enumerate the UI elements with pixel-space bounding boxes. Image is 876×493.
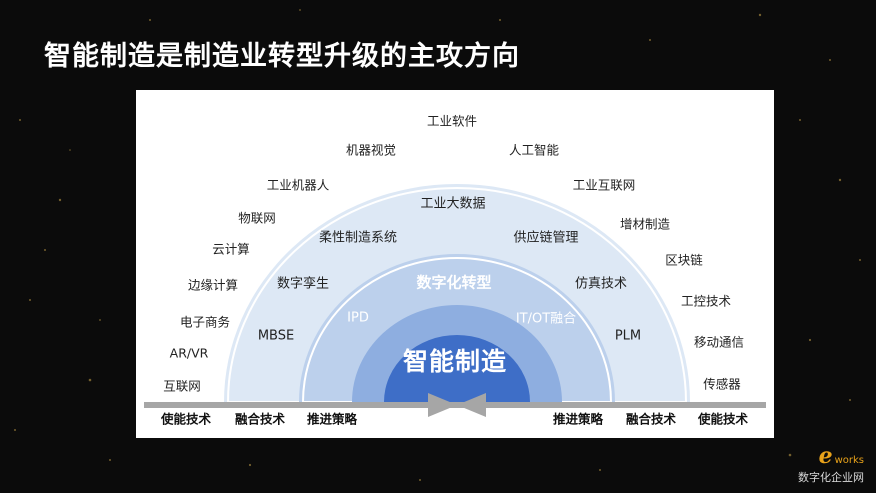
ring4-item: 物联网	[238, 210, 276, 226]
semicircle-diagram	[144, 184, 766, 417]
logo-mark: e	[818, 443, 833, 469]
ring4-item: 移动通信	[693, 334, 745, 350]
ring4-item: 工业软件	[426, 113, 478, 129]
page-title: 智能制造是制造业转型升级的主攻方向	[44, 41, 520, 72]
ring4-item: 互联网	[163, 378, 201, 394]
ring4-item: 工业互联网	[572, 177, 636, 193]
ring-fusion-tech	[226, 187, 688, 403]
ring4-item: AR/VR	[169, 345, 209, 361]
ring3-item: 柔性制造系统	[318, 230, 398, 246]
ring4-item: 工业机器人	[266, 177, 330, 193]
ring4-item: 工控技术	[680, 293, 732, 309]
ring4-item: 云计算	[212, 241, 250, 257]
ring2-title: 数字化转型	[416, 273, 492, 292]
ring3-item: 工业大数据	[420, 196, 486, 212]
ring4-item: 传感器	[703, 376, 741, 392]
ring4-item: 边缘计算	[187, 277, 239, 293]
ring3-item: 供应链管理	[513, 230, 579, 246]
ring3-item: PLM	[614, 328, 642, 344]
center-core	[384, 335, 530, 402]
bottom-label-strategy-left: 推进策略	[306, 411, 358, 427]
ring-strategy-border	[301, 257, 613, 403]
bottom-label-enabling-left: 使能技术	[160, 411, 212, 427]
ring2-item: IT/OT融合	[515, 311, 577, 327]
baseline-arrow-right	[457, 393, 486, 417]
baseline-arrow-left	[428, 393, 457, 417]
ring3-item: 数字孪生	[276, 276, 330, 292]
ring4-item: 增材制造	[619, 216, 671, 232]
logo-subtitle: 数字化企业网	[798, 471, 864, 484]
bottom-label-fusion-left: 融合技术	[234, 411, 286, 427]
ring4-item: 电子商务	[179, 314, 231, 330]
bottom-label-fusion-right: 融合技术	[625, 411, 677, 427]
diagram-panel: 智能制造 数字化转型 IPD IT/OT融合 工业大数据 柔性制造系统 供应链管…	[136, 90, 774, 438]
bottom-label-enabling-right: 使能技术	[697, 411, 749, 427]
ring4-item: 人工智能	[508, 142, 560, 158]
ring4-item: 区块链	[665, 252, 703, 268]
center-label: 智能制造	[402, 347, 508, 376]
ring2-item: IPD	[347, 310, 369, 326]
bottom-label-strategy-right: 推进策略	[552, 411, 604, 427]
ring3-item: MBSE	[257, 328, 295, 344]
logo-mark-text: works	[834, 455, 864, 466]
ring3-item: 仿真技术	[574, 276, 628, 292]
ring4-item: 机器视觉	[345, 142, 397, 158]
